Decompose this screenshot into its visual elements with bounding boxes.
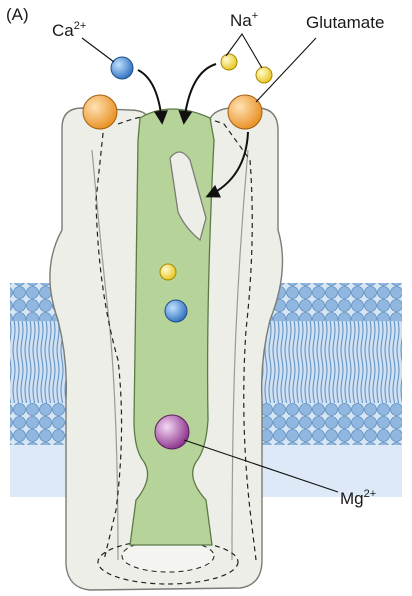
sodium-label: Na+ [230,10,258,30]
sodium-ion-in-pore [160,264,176,280]
magnesium-label: Mg2+ [340,488,376,508]
membrane-right [262,283,402,497]
glutamate-ligand [83,95,117,129]
panel-label: (A) [6,5,29,24]
magnesium-ion [155,415,189,449]
calcium-ion-in-pore [165,300,187,322]
calcium-leader-line [82,38,114,62]
glutamate-ligand [228,95,262,129]
glutamate-label: Glutamate [306,13,384,32]
sodium-ion [256,67,272,83]
sodium-ion [221,54,237,70]
calcium-ion [111,57,133,79]
calcium-label: Ca2+ [52,20,86,40]
